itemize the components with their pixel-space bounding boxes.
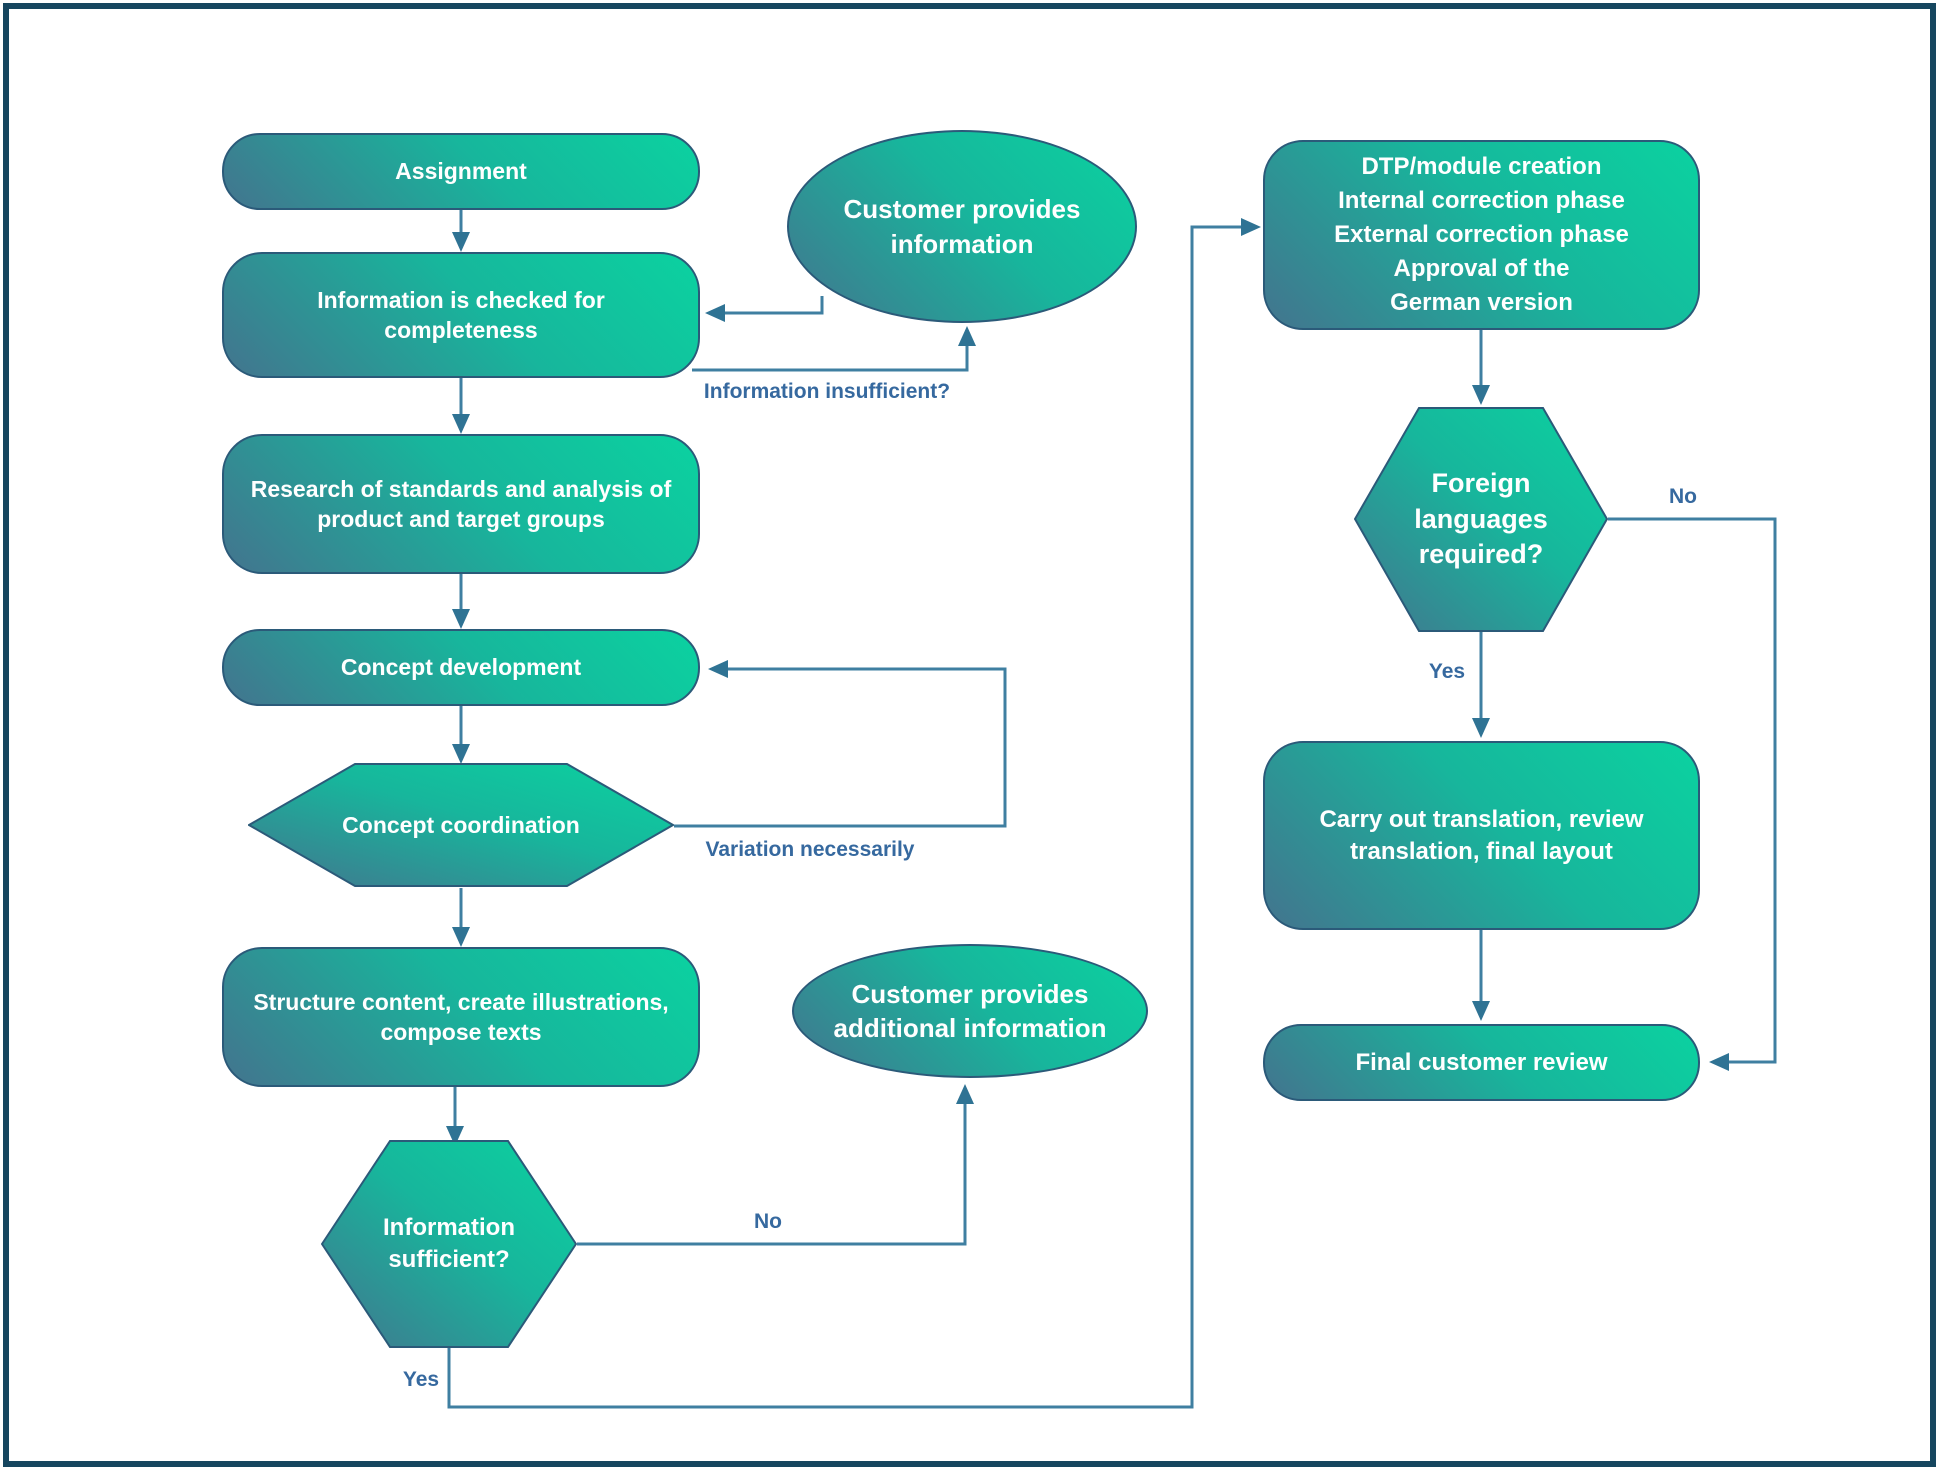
node-information-sufficient-shape bbox=[321, 1140, 577, 1348]
edge-label-no-foreign-languages: No bbox=[1669, 485, 1697, 508]
node-final-customer-review-label: Final customer review bbox=[1355, 1048, 1608, 1076]
node-research: Research of standards and analysis of pr… bbox=[222, 434, 700, 574]
node-structure-content: Structure content, create illustrations,… bbox=[222, 947, 700, 1087]
node-foreign-languages: Foreign languages required? bbox=[1354, 407, 1608, 632]
node-concept-coordination-label: Concept coordination bbox=[342, 811, 580, 838]
node-concept-coordination: Concept coordination bbox=[248, 763, 674, 887]
node-foreign-languages-shape bbox=[1354, 407, 1608, 632]
edge-label-yes-information-sufficient: Yes bbox=[402, 1368, 440, 1391]
node-information-sufficient: Information sufficient? bbox=[321, 1140, 577, 1348]
node-information-checked: Information is checked for completeness bbox=[222, 252, 700, 378]
node-information-sufficient-label: Information sufficient? bbox=[383, 1214, 515, 1273]
node-structure-content-label: Structure content, create illustrations,… bbox=[253, 988, 669, 1045]
node-dtp-correction-label: DTP/module creation Internal correction … bbox=[1334, 152, 1629, 317]
node-assignment-label: Assignment bbox=[395, 158, 527, 185]
node-customer-provides-additional: Customer provides additional information bbox=[792, 944, 1148, 1078]
node-carry-translation-label: Carry out translation, review translatio… bbox=[1319, 805, 1644, 865]
node-concept-coordination-shape bbox=[248, 763, 674, 887]
edge-label-yes-foreign-languages: Yes bbox=[1428, 660, 1466, 683]
node-customer-provides-information-label: Customer provides information bbox=[843, 194, 1081, 259]
node-assignment: Assignment bbox=[222, 133, 700, 210]
node-research-label: Research of standards and analysis of pr… bbox=[250, 475, 672, 532]
node-customer-provides-information: Customer provides information bbox=[787, 130, 1137, 323]
edge-label-variation-necessarily: Variation necessarily bbox=[705, 838, 915, 861]
node-carry-translation: Carry out translation, review translatio… bbox=[1263, 741, 1700, 930]
node-final-customer-review: Final customer review bbox=[1263, 1024, 1700, 1101]
node-concept-development-label: Concept development bbox=[340, 654, 582, 681]
node-information-checked-label: Information is checked for completeness bbox=[317, 286, 605, 343]
edge-label-information-insufficient: Information insufficient? bbox=[703, 380, 951, 403]
node-dtp-correction: DTP/module creation Internal correction … bbox=[1263, 140, 1700, 330]
node-customer-provides-additional-label: Customer provides additional information bbox=[833, 978, 1107, 1043]
node-foreign-languages-label: Foreign languages required? bbox=[1414, 468, 1548, 570]
edge-label-no-information-sufficient: No bbox=[754, 1210, 782, 1233]
node-concept-development: Concept development bbox=[222, 629, 700, 706]
